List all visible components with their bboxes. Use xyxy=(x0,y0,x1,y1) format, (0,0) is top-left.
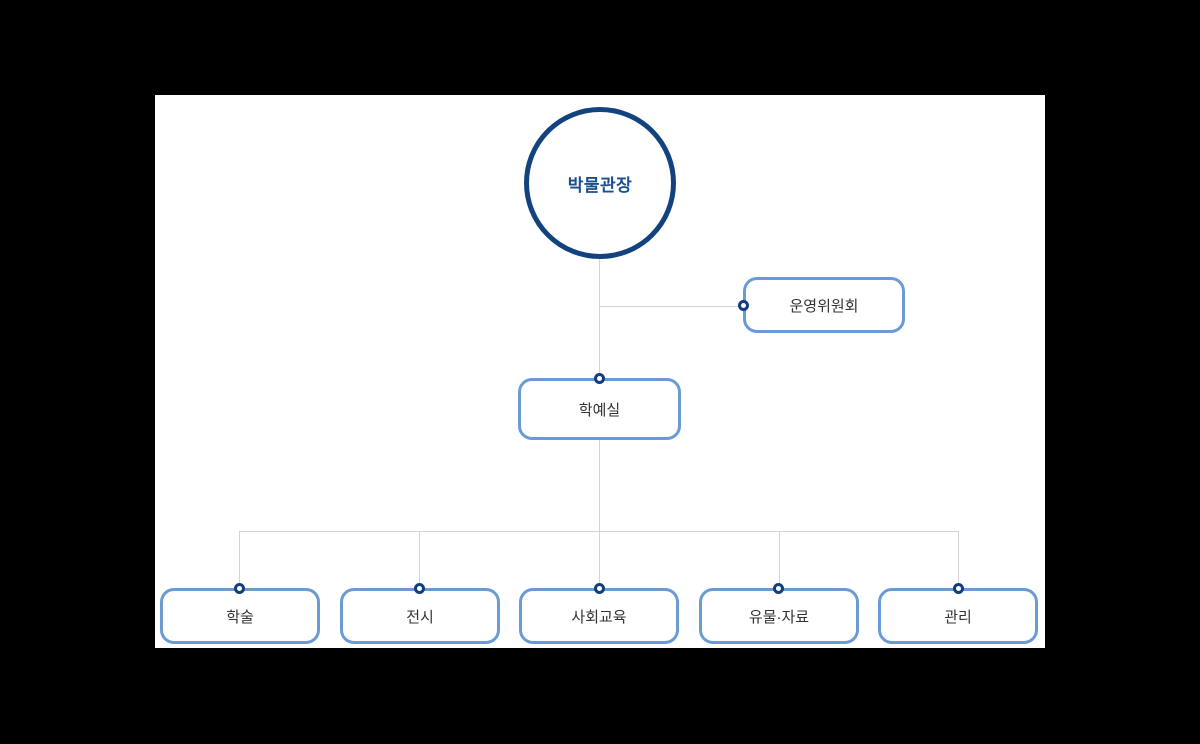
node-leaf-exhibition-label: 전시 xyxy=(406,608,434,626)
node-leaf-management-label: 관리 xyxy=(944,608,972,626)
port-dot-leaf-exhibition xyxy=(414,583,425,594)
node-leaf-management[interactable]: 관리 xyxy=(878,588,1038,644)
node-museum-director-label: 박물관장 xyxy=(567,175,633,195)
connector-bus-to-leaf-4 xyxy=(779,531,780,589)
node-leaf-social-education-label: 사회교육 xyxy=(571,608,627,626)
port-dot-leaf-management xyxy=(953,583,964,594)
port-dot-curatorial-office xyxy=(594,373,605,384)
port-dot-operating-committee xyxy=(738,300,749,311)
connector-leaf-bus xyxy=(239,531,958,532)
node-operating-committee-label: 운영위원회 xyxy=(789,297,859,315)
node-curatorial-office[interactable]: 학예실 xyxy=(518,378,681,440)
node-museum-director[interactable]: 박물관장 xyxy=(524,107,676,259)
connector-root-trunk-lower xyxy=(599,306,600,380)
connector-root-to-committee xyxy=(599,306,742,307)
node-operating-committee[interactable]: 운영위원회 xyxy=(743,277,905,333)
port-dot-leaf-social-education xyxy=(594,583,605,594)
port-dot-leaf-academic xyxy=(234,583,245,594)
connector-curatorial-to-bus xyxy=(599,440,600,531)
node-leaf-exhibition[interactable]: 전시 xyxy=(340,588,500,644)
org-chart-canvas: 박물관장 운영위원회 학예실 학술 전시 사회교육 유물·자료 관리 xyxy=(155,95,1045,648)
port-dot-leaf-artifacts-materials xyxy=(773,583,784,594)
connector-bus-to-leaf-3 xyxy=(599,531,600,589)
connector-bus-to-leaf-2 xyxy=(419,531,420,589)
node-leaf-academic-label: 학술 xyxy=(226,608,254,626)
node-leaf-social-education[interactable]: 사회교육 xyxy=(519,588,679,644)
node-leaf-academic[interactable]: 학술 xyxy=(160,588,320,644)
node-leaf-artifacts-materials-label: 유물·자료 xyxy=(748,608,810,626)
node-leaf-artifacts-materials[interactable]: 유물·자료 xyxy=(699,588,859,644)
connector-bus-to-leaf-5 xyxy=(958,531,959,589)
connector-bus-to-leaf-1 xyxy=(239,531,240,589)
node-curatorial-office-label: 학예실 xyxy=(578,401,621,419)
